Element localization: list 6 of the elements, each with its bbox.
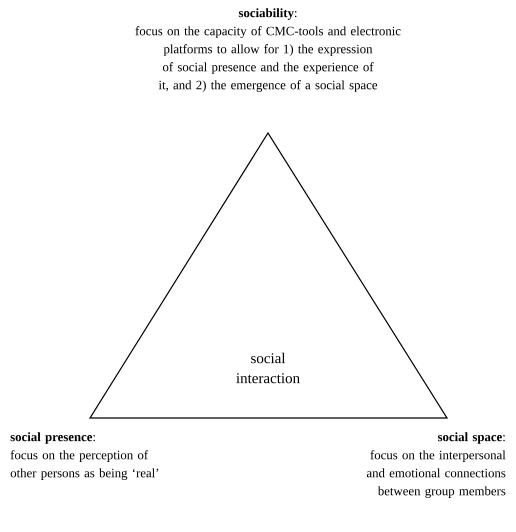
heading: social presence: bbox=[10, 432, 95, 444]
description: focus on the perception of other persons as being ‘real’ bbox=[10, 450, 158, 480]
heading: sociability: bbox=[238, 8, 296, 20]
description: focus on the interpersonal and emotional connections between group members bbox=[366, 450, 506, 498]
description: focus on the capacity of CMC-tools and electronic platforms to allow for 1) the expression of social presence and the experience of it, and 2) the emergence of a social space bbox=[135, 26, 401, 92]
heading: social space: bbox=[438, 432, 505, 444]
